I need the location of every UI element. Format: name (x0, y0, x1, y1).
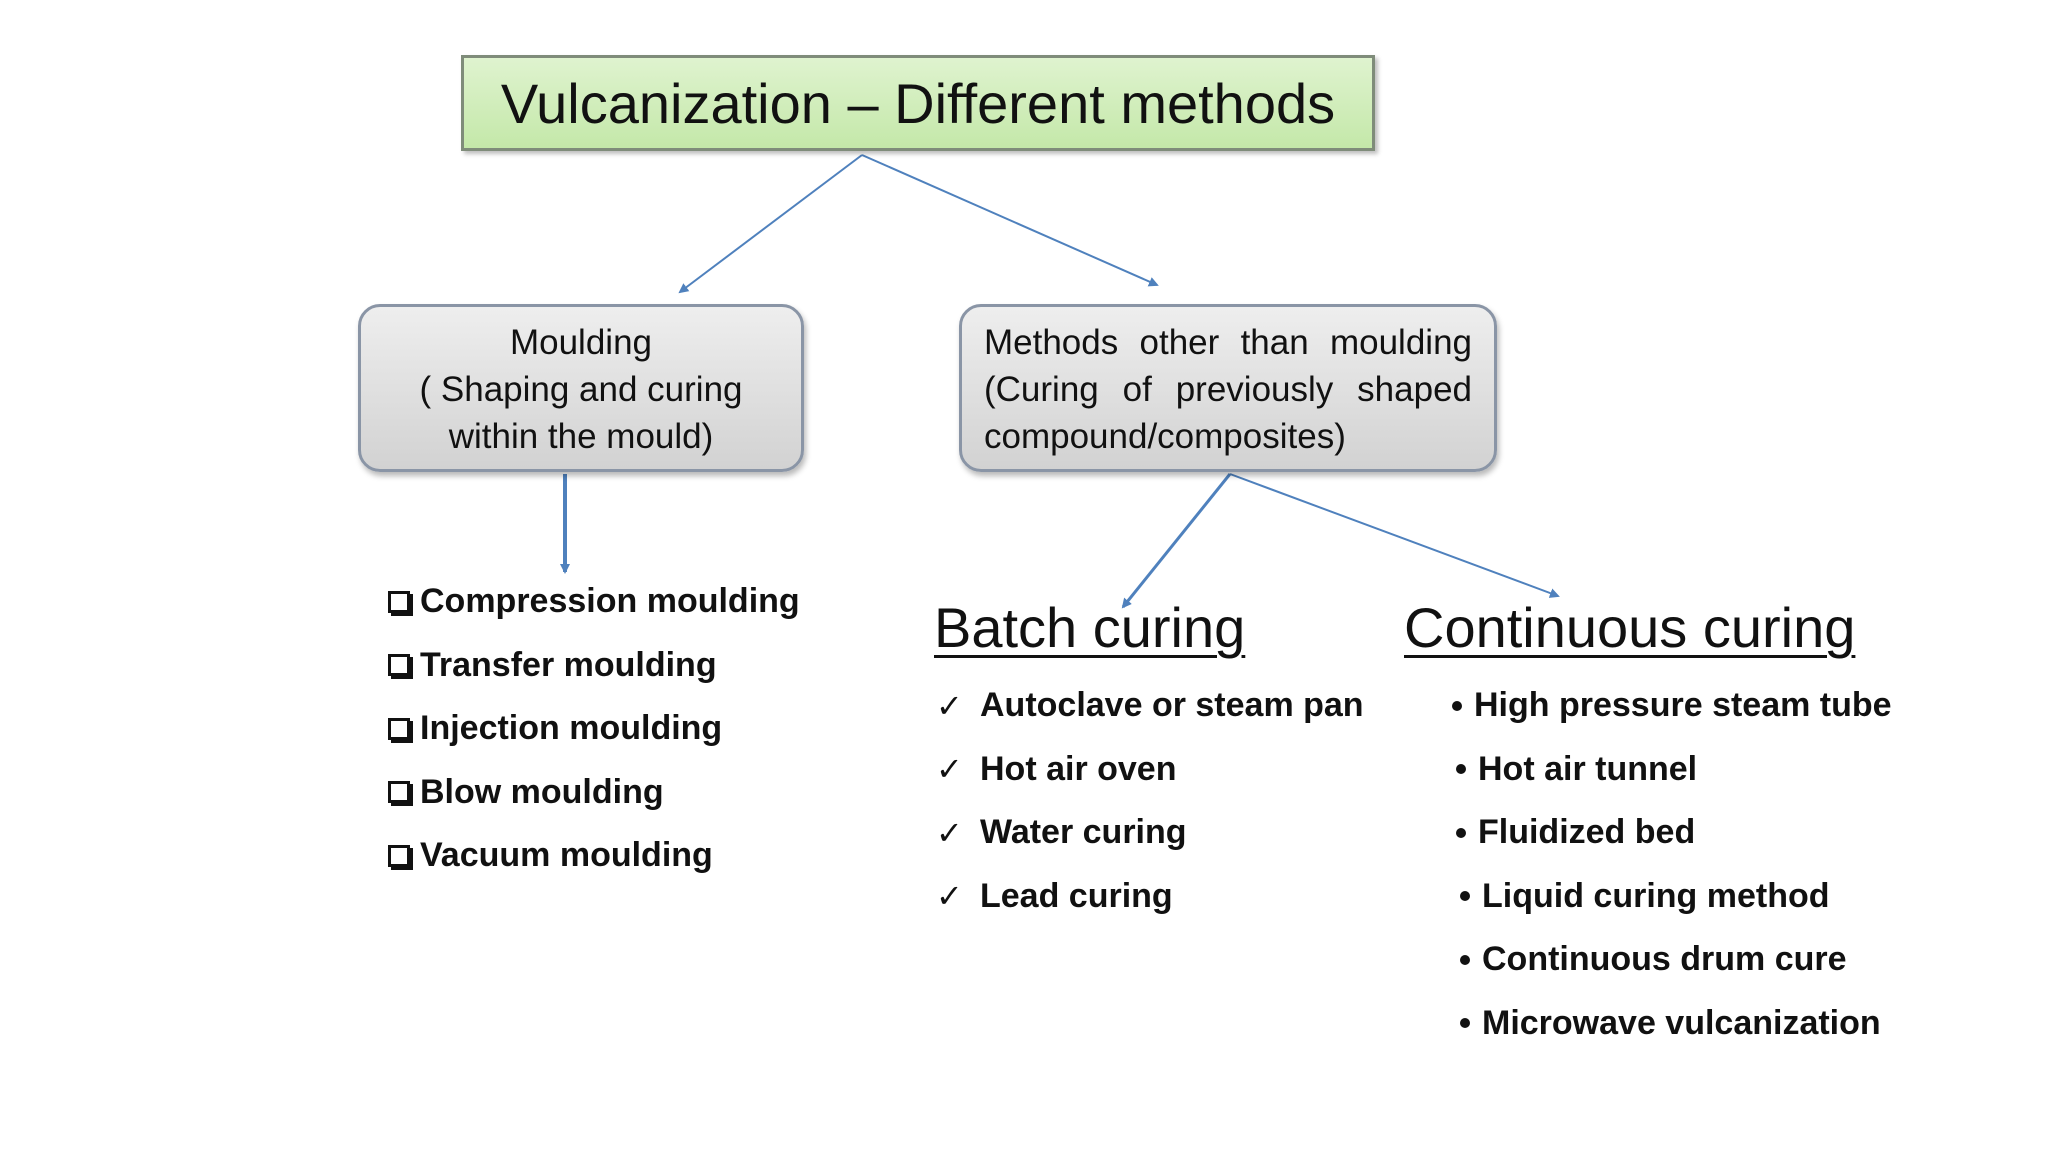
arrow-other-to-continuous (1229, 473, 1560, 598)
bullet-icon (1460, 1018, 1470, 1029)
list-item-label: Microwave vulcanization (1482, 1003, 1881, 1042)
list-item-label: Vacuum moulding (420, 836, 713, 875)
list-item-label: Autoclave or steam pan (980, 686, 1364, 725)
list-item-label: Continuous drum cure (1482, 940, 1847, 979)
list-item-label: Hot air oven (980, 749, 1177, 788)
bullet-icon (1460, 954, 1470, 965)
list-item: Blow moulding (388, 761, 800, 825)
bullet-icon (1456, 764, 1466, 775)
list-item: Liquid curing method (1460, 865, 1892, 929)
bullet-icon (1460, 891, 1470, 902)
list-item-label: Fluidized bed (1478, 813, 1696, 852)
checkbox-icon (388, 781, 410, 804)
list-item: Vacuum moulding (388, 824, 800, 888)
list-item-label: Injection moulding (420, 709, 723, 748)
batch-curing-list: ✓ Autoclave or steam pan ✓ Hot air oven … (936, 674, 1364, 928)
other-methods-node: Methods other than moulding (Curing of p… (959, 304, 1497, 472)
list-item: Transfer moulding (388, 634, 800, 698)
list-item-label: Transfer moulding (420, 645, 717, 684)
list-item: High pressure steam tube (1452, 674, 1892, 738)
moulding-node-line: Moulding (509, 323, 653, 362)
list-item-label: Liquid curing method (1482, 876, 1830, 915)
checkbox-icon (388, 717, 410, 740)
list-item: Hot air tunnel (1456, 738, 1892, 802)
list-item-label: Lead curing (980, 876, 1173, 915)
list-item-label: Compression moulding (420, 582, 800, 621)
checkbox-icon (388, 844, 410, 867)
moulding-node-line: ( Shaping and curing (419, 370, 743, 409)
checkmark-icon: ✓ (936, 687, 963, 724)
other-methods-node-line: (Curing of previously shaped (984, 370, 1472, 409)
list-item: Microwave vulcanization (1460, 992, 1892, 1056)
other-methods-node-line: Methods other than moulding (984, 323, 1472, 362)
checkmark-icon: ✓ (936, 751, 963, 788)
continuous-curing-list: High pressure steam tube Hot air tunnel … (1452, 674, 1892, 1055)
moulding-node-line: within the mould) (448, 417, 714, 456)
list-item: ✓ Water curing (936, 801, 1364, 865)
arrow-title-to-moulding (678, 154, 863, 294)
checkmark-icon: ✓ (936, 878, 963, 915)
list-item-label: Water curing (980, 813, 1187, 852)
list-item: ✓ Autoclave or steam pan (936, 674, 1364, 738)
batch-curing-heading: Batch curing (934, 596, 1246, 659)
list-item-label: High pressure steam tube (1474, 686, 1892, 725)
other-methods-node-line: compound/composites) (984, 417, 1346, 456)
list-item-label: Blow moulding (420, 772, 664, 811)
moulding-node: Moulding ( Shaping and curing within the… (358, 304, 804, 472)
list-item: Continuous drum cure (1460, 928, 1892, 992)
list-item: Fluidized bed (1456, 801, 1892, 865)
arrow-title-to-other-methods (861, 154, 1159, 287)
checkbox-icon (388, 654, 410, 677)
diagram-title: Vulcanization – Different methods (461, 55, 1375, 151)
moulding-methods-list: Compression moulding Transfer moulding I… (388, 570, 800, 888)
list-item: Injection moulding (388, 697, 800, 761)
checkbox-icon (388, 590, 410, 613)
bullet-icon (1456, 827, 1466, 838)
arrow-other-to-batch (1121, 473, 1232, 609)
list-item: Compression moulding (388, 570, 800, 634)
list-item: ✓ Hot air oven (936, 738, 1364, 802)
list-item-label: Hot air tunnel (1478, 749, 1698, 788)
continuous-curing-heading: Continuous curing (1404, 596, 1856, 659)
checkmark-icon: ✓ (936, 814, 963, 851)
bullet-icon (1452, 700, 1462, 711)
list-item: ✓ Lead curing (936, 865, 1364, 929)
